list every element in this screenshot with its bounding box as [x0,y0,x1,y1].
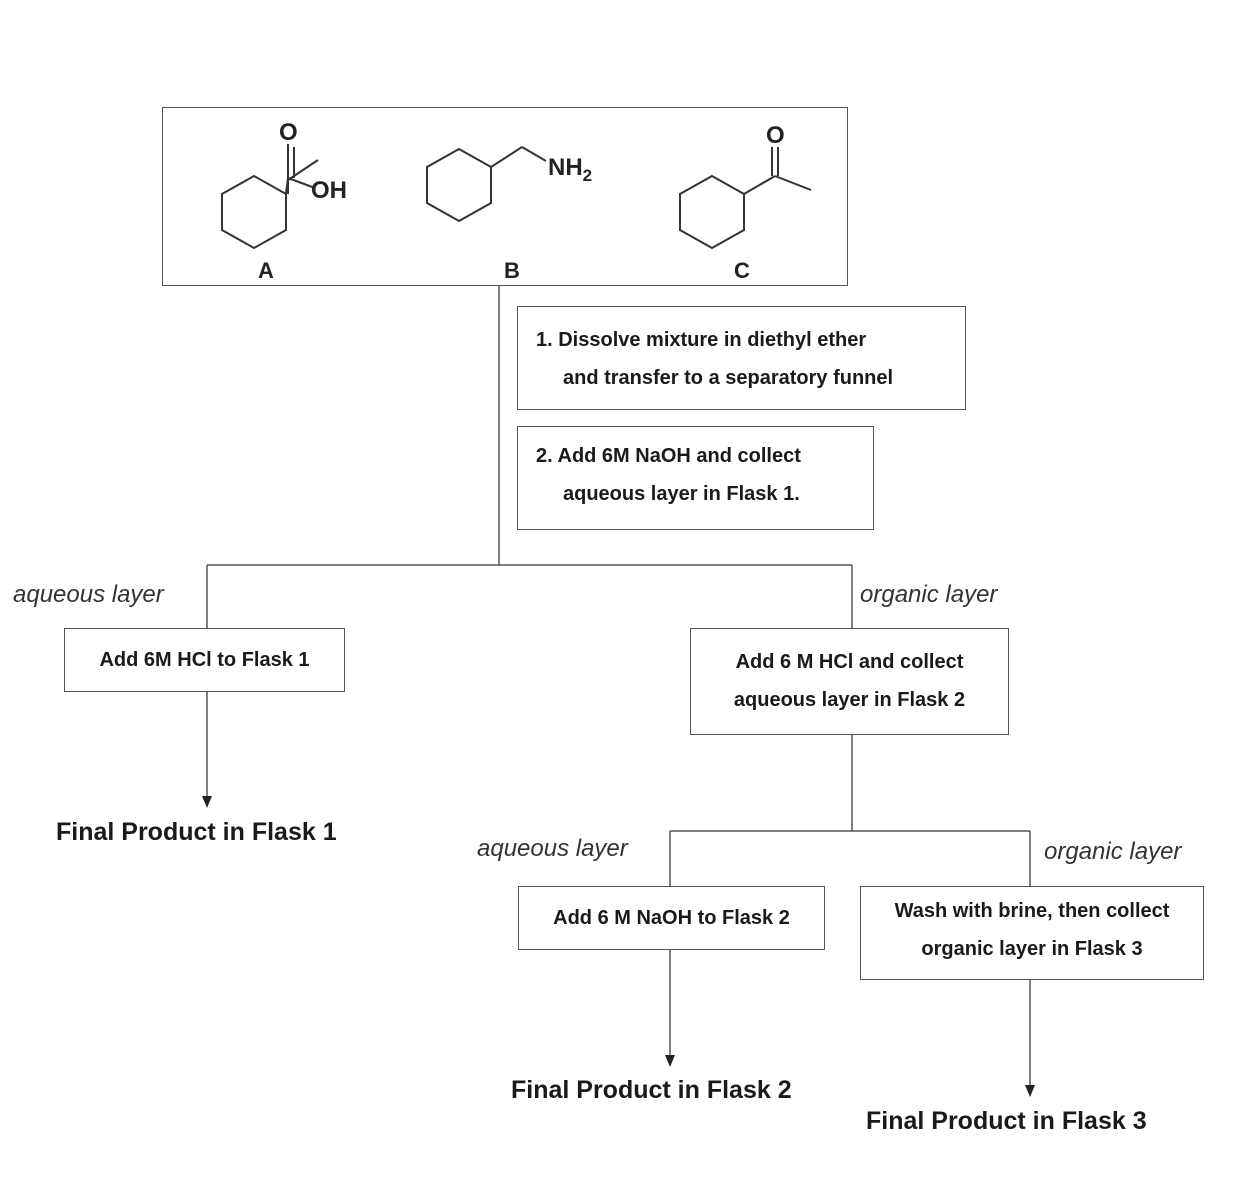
final-product-flask-3: Final Product in Flask 3 [866,1107,1147,1135]
brine-wash-box: Wash with brine, then collect organic la… [860,886,1204,980]
compound-a-oh: OH [311,177,347,204]
add-hcl-flask1-text: Add 6M HCl to Flask 1 [99,649,310,671]
structures-drawing: O OH A NH2 B O C [221,119,812,283]
brine-wash-line-2: organic layer in Flask 3 [921,938,1143,960]
step-1-box: 1. Dissolve mixture in diethyl ether and… [517,306,966,410]
add-hcl-collect-line-2: aqueous layer in Flask 2 [733,689,966,711]
add-hcl-flask1-box: Add 6M HCl to Flask 1 [64,628,345,692]
compound-c-ring [679,174,745,250]
add-naoh-flask2-text: Add 6 M NaOH to Flask 2 [553,907,790,929]
compound-b-nh2: NH2 [548,154,592,185]
flask1-arrowhead [202,796,212,808]
branch1-organic-label: organic layer [860,581,998,608]
step-2-box: 2. Add 6M NaOH and collect aqueous layer… [517,426,874,530]
branch2-organic-label: organic layer [1044,838,1182,865]
compound-a-label: A [258,258,274,283]
step-2-line-1: 2. Add 6M NaOH and collect [536,445,801,467]
add-naoh-flask2-box: Add 6 M NaOH to Flask 2 [518,886,825,950]
compound-b-ring [426,147,492,223]
add-hcl-collect-box: Add 6 M HCl and collect aqueous layer in… [690,628,1009,735]
compound-a-carbonyl-o: O [279,119,298,146]
step-1-line-1: 1. Dissolve mixture in diethyl ether [536,329,867,351]
compound-a-ring [221,174,287,250]
structures-box: O OH A NH2 B O C [162,107,848,286]
step-1-line-2: and transfer to a separatory funnel [563,367,894,389]
final-product-flask-1: Final Product in Flask 1 [56,818,337,846]
flask3-arrowhead [1025,1085,1035,1097]
final-product-flask-2: Final Product in Flask 2 [511,1076,792,1104]
step-2-line-2: aqueous layer in Flask 1. [563,483,800,505]
compound-b-structure [426,146,547,223]
brine-wash-line-1: Wash with brine, then collect [894,900,1170,922]
compound-c-carbonyl-o: O [766,122,785,149]
add-hcl-collect-line-1: Add 6 M HCl and collect [735,651,964,673]
compound-b-label: B [504,258,520,283]
compound-c-structure [679,147,812,250]
flask2-arrowhead [665,1055,675,1067]
branch1-aqueous-label: aqueous layer [13,581,164,608]
compound-c-label: C [734,258,750,283]
compound-a-structure [221,144,319,250]
branch2-aqueous-label: aqueous layer [477,835,628,862]
